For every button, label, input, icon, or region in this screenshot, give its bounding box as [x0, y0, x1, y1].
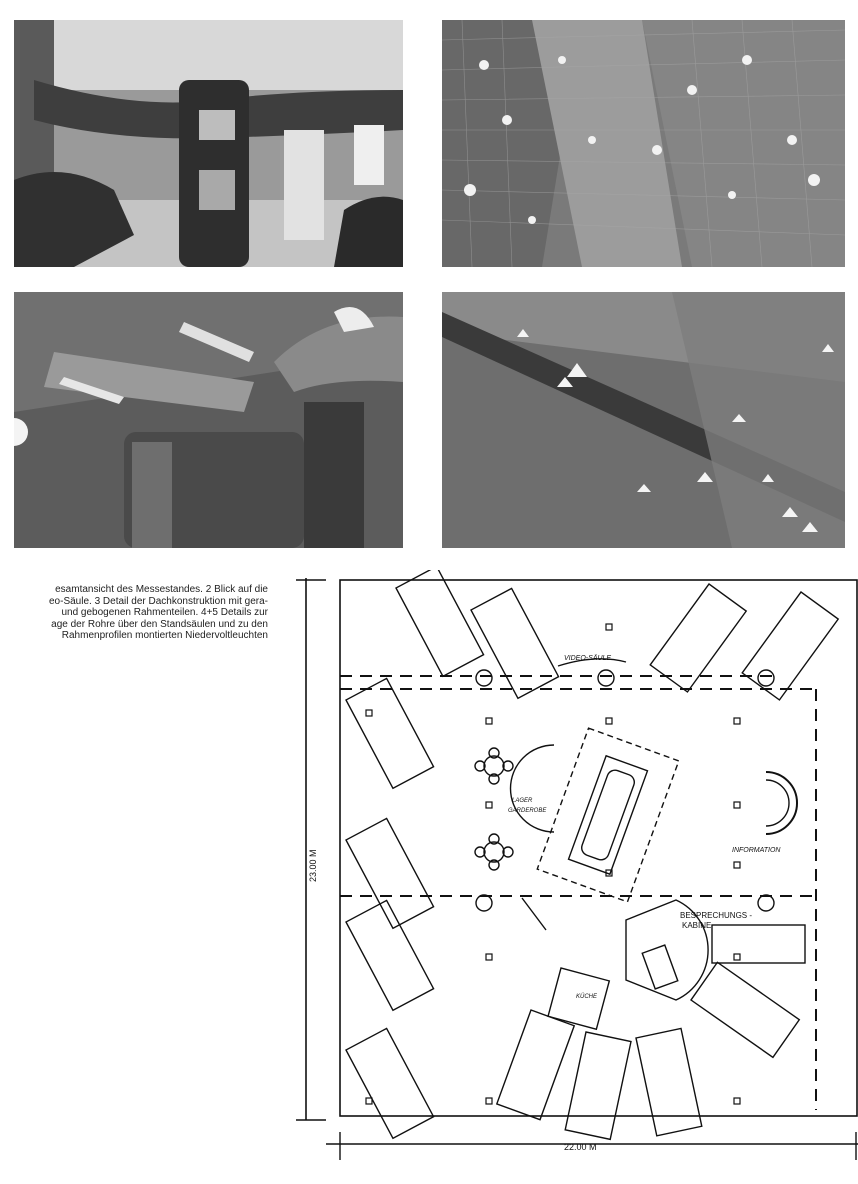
column-group	[475, 669, 775, 912]
stand-outline	[339, 579, 858, 1117]
booth-group	[345, 570, 840, 1141]
photo-tubes-lights	[442, 292, 845, 548]
caption-line: age der Rohre über den Standsäulen und z…	[51, 618, 268, 630]
booth	[345, 1027, 435, 1140]
photo-overall-view	[14, 20, 403, 267]
booth	[345, 899, 435, 1012]
label-video-column: VIDEO-SÄULE	[564, 654, 611, 662]
booth	[741, 591, 840, 701]
booth	[495, 1009, 576, 1121]
caption-line: und gebogenen Rahmenteilen. 4+5 Details …	[61, 607, 268, 618]
figure-caption: esamtansicht des Messestandes. 2 Blick a…	[0, 584, 268, 642]
caption-line: eo-Säule. 3 Detail der Dachkonstruktion …	[49, 595, 268, 607]
chair-group	[474, 747, 514, 871]
booth	[345, 817, 435, 930]
booth	[470, 587, 560, 700]
booth	[564, 1031, 632, 1141]
label-kueche: KÜCHE	[576, 993, 598, 1000]
photo-roof-construction	[14, 292, 403, 548]
booth	[635, 1027, 703, 1137]
booth	[345, 677, 435, 790]
label-information: INFORMATION	[732, 847, 781, 854]
dimension-height: 23.00 M	[308, 849, 318, 882]
caption-line: Rahmenprofilen montierten Niedervoltleuc…	[61, 630, 268, 641]
label-lager: LAGER	[512, 798, 533, 804]
caption-line: esamtansicht des Messestandes. 2 Blick a…	[55, 584, 268, 595]
label-garderobe: GARDEROBE	[508, 808, 547, 814]
label-besprechung: BESPRECHUNGS -	[680, 911, 752, 920]
booth	[690, 961, 801, 1059]
dimension-width: 22.00 M	[564, 1142, 597, 1152]
label-kabine: KABINE	[682, 921, 711, 930]
booth	[395, 570, 485, 678]
photo-ceiling-lights	[442, 20, 845, 267]
booth	[649, 583, 748, 693]
floor-plan: VIDEO-SÄULE LAGER GARDEROBE INFORMATION …	[296, 570, 858, 1160]
